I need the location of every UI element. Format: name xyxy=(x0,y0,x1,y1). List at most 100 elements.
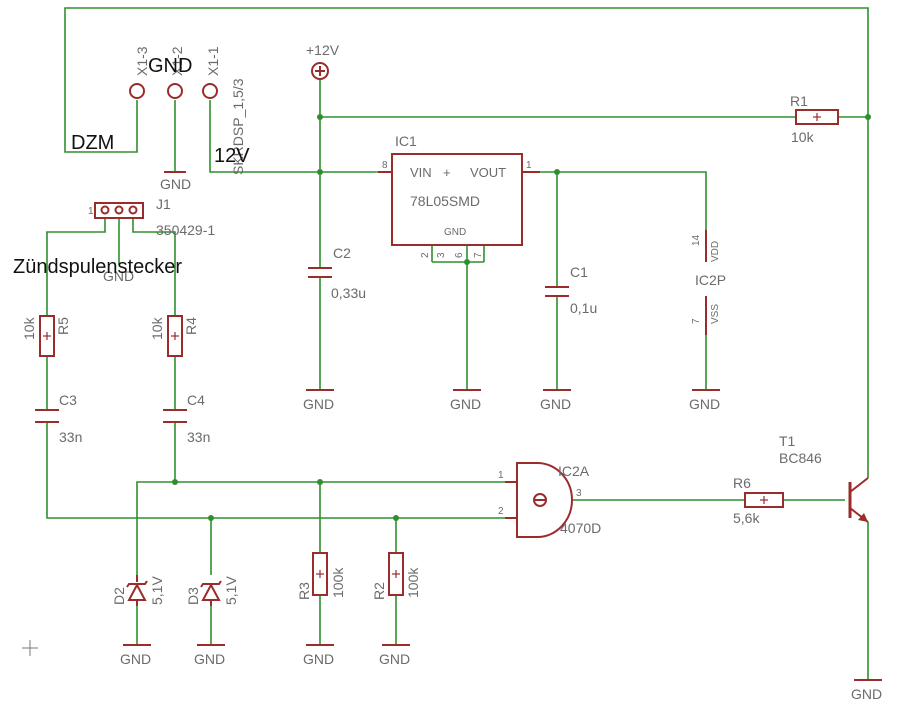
junction xyxy=(317,479,323,485)
resistor-r4: 10k R4 xyxy=(149,315,199,357)
r2-value: 100k xyxy=(405,567,421,598)
c1-value: 0,1u xyxy=(570,300,597,316)
c2-label: C2 xyxy=(333,245,351,261)
resistor-r6: R6 5,6k xyxy=(733,475,784,526)
t1-collector xyxy=(849,477,869,493)
r1-body xyxy=(795,109,839,125)
junctions xyxy=(172,114,871,521)
x1-3-label: X1-3 xyxy=(134,46,150,76)
d3-value: 5,1V xyxy=(223,576,239,605)
ic2p-label: IC2P xyxy=(695,272,726,288)
ic1-pin8: 8 xyxy=(382,160,388,171)
ic1-vout: VOUT xyxy=(470,165,506,180)
d2-value: 5,1V xyxy=(149,576,165,605)
r4-label: R4 xyxy=(183,317,199,335)
gnd-label: GND xyxy=(540,396,571,412)
gnd-symbol-ic1: GND xyxy=(450,389,481,412)
gnd-label: GND xyxy=(160,176,191,192)
r1-value: 10k xyxy=(791,129,815,145)
capacitor-c3: C3 33n xyxy=(35,392,82,445)
r5-label: R5 xyxy=(55,317,71,335)
wire-dzm-loop xyxy=(64,7,869,478)
ic2a-pin3: 3 xyxy=(576,488,582,499)
ic2a-xor-gate: 1 2 3 IC2A 4070D xyxy=(498,462,601,538)
j1-pin2-hole xyxy=(114,205,124,215)
gnd-label: GND xyxy=(194,651,225,667)
resistor-r2: R2 100k xyxy=(371,552,421,600)
resistor-r5: 10k R5 xyxy=(21,315,71,357)
ic2p-pin14: 14 xyxy=(691,234,702,246)
r5-body xyxy=(39,315,55,357)
ic1-pin3: 3 xyxy=(436,252,447,258)
zuendspulenstecker-label: Zündspulenstecker xyxy=(13,256,182,278)
x1-pin1-terminal xyxy=(202,83,218,99)
ic2p-vss: VSS xyxy=(710,304,721,324)
wire-c3-net2 xyxy=(46,422,515,519)
gnd-label: GND xyxy=(303,396,334,412)
d2-cathode xyxy=(126,580,148,588)
gnd-symbol-t1: GND xyxy=(851,679,882,702)
x1-1-label: X1-1 xyxy=(205,46,221,76)
r6-value: 5,6k xyxy=(733,510,760,526)
d3-triangle xyxy=(201,582,221,601)
gnd-header-label: GND xyxy=(148,55,192,77)
c4-label: C4 xyxy=(187,392,205,408)
t1-label: T1 xyxy=(779,433,796,449)
capacitor-c2: C2 0,33u xyxy=(308,245,366,301)
junction xyxy=(865,114,871,120)
r4-value: 10k xyxy=(149,316,165,340)
j1-type: 350429-1 xyxy=(156,222,215,238)
r3-body xyxy=(312,552,328,596)
d3-cathode xyxy=(200,580,222,588)
ic1-pin2: 2 xyxy=(420,252,431,258)
gnd-label: GND xyxy=(689,396,720,412)
wire-12v-vin xyxy=(209,100,392,173)
origin-cross-icon xyxy=(22,640,38,656)
x1-type-label: SKRDSP_1,5/3 xyxy=(230,78,246,175)
j1-label: J1 xyxy=(156,196,171,212)
gnd-label: GND xyxy=(851,686,882,702)
ic2p-vdd: VDD xyxy=(710,241,721,262)
ic2a-pin1: 1 xyxy=(498,470,504,481)
j1-body xyxy=(94,202,144,219)
ic2p-pin7: 7 xyxy=(691,318,702,324)
r3-value: 100k xyxy=(330,567,346,598)
junction xyxy=(172,479,178,485)
gnd-symbol-d3: GND xyxy=(194,644,225,667)
c4-value: 33n xyxy=(187,429,210,445)
diode-d2: D2 5,1V xyxy=(111,575,165,606)
wire-j1-pin3 xyxy=(132,218,176,316)
ic1-vin: VIN xyxy=(410,165,432,180)
junction xyxy=(554,169,560,175)
wires xyxy=(46,7,869,680)
t1-type: BC846 xyxy=(779,450,822,466)
ic1-pin7: 7 xyxy=(473,252,484,258)
transistor-t1: T1 BC846 xyxy=(779,433,869,523)
r4-body xyxy=(167,315,183,357)
gnd-symbol-c1: GND xyxy=(540,389,571,412)
connector-x1: X1-3 X1-2 X1-1 SKRDSP_1,5/3 GND DZM 12V xyxy=(71,46,250,175)
c2-value: 0,33u xyxy=(331,285,366,301)
gnd-label: GND xyxy=(120,651,151,667)
junction xyxy=(208,515,214,521)
connector-j1: 1 J1 350429-1 GND Zündspulenstecker xyxy=(13,196,215,284)
gnd-symbol-x1: GND xyxy=(160,171,191,192)
x1-2-label: X1-2 xyxy=(169,46,185,76)
gnd-label: GND xyxy=(379,651,410,667)
r2-body xyxy=(388,552,404,596)
x1-pin3-terminal xyxy=(129,83,145,99)
r1-label: R1 xyxy=(790,93,808,109)
wire-j1-pin1 xyxy=(46,218,106,316)
gnd-symbol-r2: GND xyxy=(379,644,410,667)
supply-12v-symbol xyxy=(311,62,329,80)
ic2a-pin2: 2 xyxy=(498,506,504,517)
capacitor-c4: C4 33n xyxy=(163,392,210,445)
j1-pin1-label: 1 xyxy=(88,206,94,217)
dzm-label: DZM xyxy=(71,132,114,154)
supply-12v-label: +12V xyxy=(306,42,340,58)
gnd-symbol-d2: GND xyxy=(120,644,151,667)
r6-label: R6 xyxy=(733,475,751,491)
gnd-label: GND xyxy=(303,651,334,667)
diode-d3: D3 5,1V xyxy=(185,576,239,606)
